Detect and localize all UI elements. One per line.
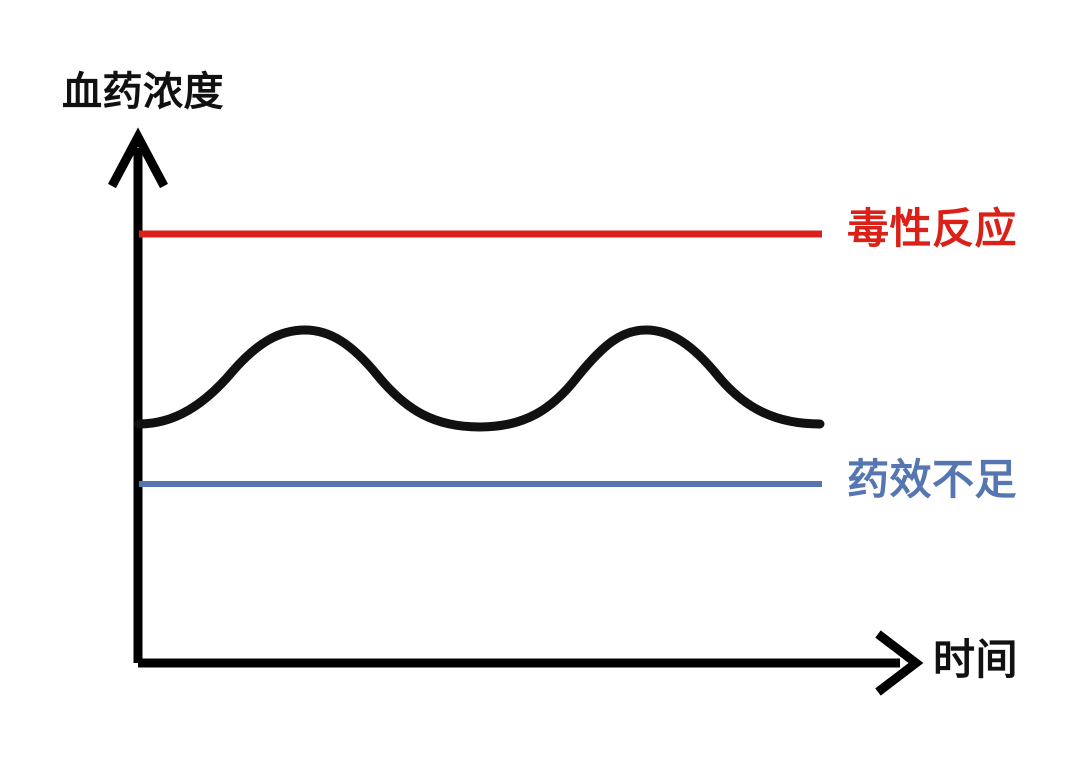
arrow-up-icon: [108, 127, 168, 189]
x-axis-label: 时间: [933, 635, 1019, 684]
subtherapeutic-threshold-label: 药效不足: [847, 455, 1018, 504]
arrow-right-icon: [875, 630, 924, 696]
toxic-threshold-label: 毒性反应: [847, 204, 1018, 253]
concentration-curve: [134, 325, 825, 432]
y-axis-label: 血药浓度: [62, 69, 224, 115]
